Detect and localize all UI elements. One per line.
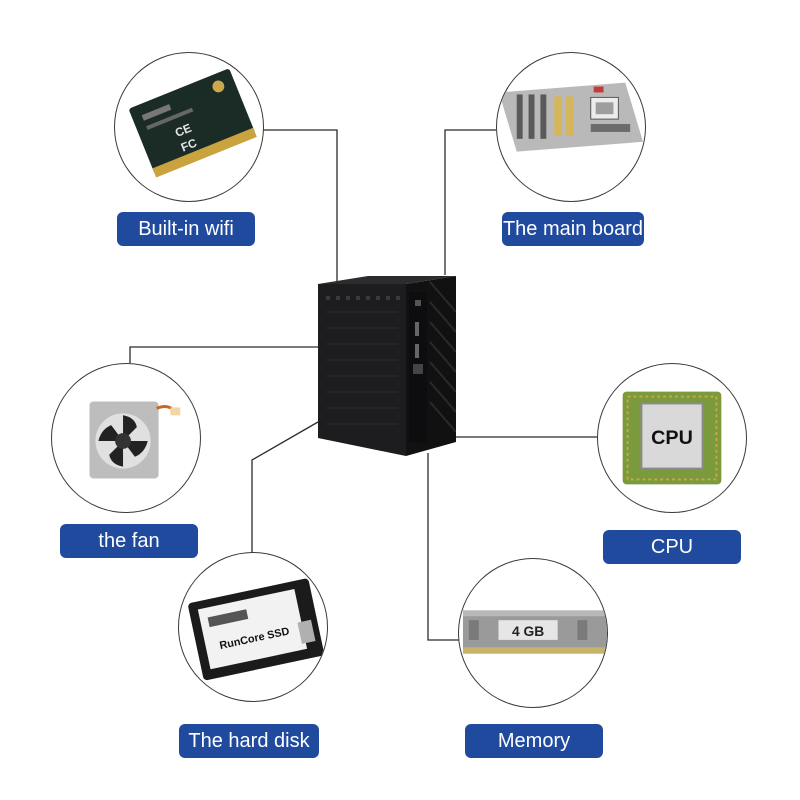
cpu-chip-icon: CPU: [622, 391, 722, 485]
mainboard-circle: [496, 52, 646, 202]
memory-label: Memory: [465, 724, 603, 758]
cpu-label: CPU: [603, 530, 741, 564]
mini-pc-case: [318, 272, 456, 456]
wifi-label: Built-in wifi: [117, 212, 255, 246]
cpu-chip-text: CPU: [651, 427, 693, 449]
svg-text:FC: FC: [179, 135, 199, 154]
ssd-icon: RunCore SSD: [188, 578, 324, 681]
ram-module-text: 4 GB: [512, 623, 544, 639]
fan-icon: [89, 401, 181, 479]
fan-circle: [51, 363, 201, 513]
cpu-circle: CPU: [597, 363, 747, 513]
harddisk-label: The hard disk: [179, 724, 319, 758]
wifi-circle: CE FC: [114, 52, 264, 202]
mainboard-label: The main board: [502, 212, 644, 246]
mini-pc-case-icon: [318, 276, 456, 456]
motherboard-icon: [498, 82, 644, 152]
ram-stick-icon: 4 GB: [462, 610, 607, 654]
fan-label: the fan: [60, 524, 198, 558]
memory-circle: 4 GB: [458, 558, 608, 708]
harddisk-circle: RunCore SSD: [178, 552, 328, 702]
wifi-card-icon: CE FC: [129, 69, 257, 178]
svg-text:CE: CE: [173, 121, 194, 140]
